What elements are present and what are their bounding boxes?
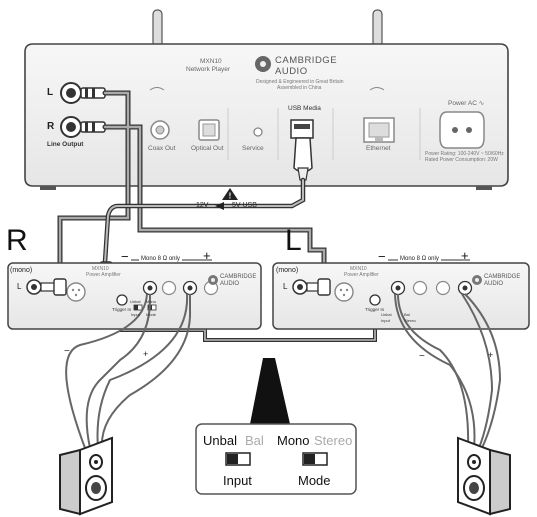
amp-left-minus: −: [378, 249, 386, 264]
svg-text:!: !: [229, 192, 232, 201]
coax-out-port: [150, 120, 170, 140]
label-5v-usb: 5V USB: [232, 202, 257, 209]
ethernet-label: Ethernet: [366, 145, 391, 152]
callout-pointer: [250, 358, 290, 424]
service-port: [253, 127, 263, 137]
amp-right-model: MXN10: [92, 266, 109, 272]
player-brand-line2: AUDIO: [275, 66, 308, 77]
cable-arrow-icon: [215, 202, 224, 210]
speaker-left-minus: −: [64, 346, 70, 357]
player-model: MXN10: [200, 58, 222, 65]
amp-right-input: Input: [131, 312, 140, 317]
rca-output-left: [60, 82, 106, 104]
speaker-right-minus: −: [419, 351, 425, 362]
power-inlet: [439, 111, 485, 149]
callout-mono: Mono: [277, 433, 310, 448]
callout-bal: Bal: [245, 433, 264, 448]
amp-left-brand-line2: AUDIO: [484, 281, 504, 287]
amp-right-channel: R: [6, 224, 28, 257]
callout-unbal: Unbal: [203, 433, 237, 448]
amp-left-mono-label: (mono): [276, 267, 299, 274]
amp-left-channel: L: [285, 224, 302, 257]
label-12v: 12V: [196, 202, 209, 209]
player-left-label: L: [47, 87, 54, 98]
amp-right-power-amp: Power Amplifier: [86, 272, 121, 278]
amp-right-input-label: L: [17, 282, 22, 291]
warning-triangle-icon: !: [222, 188, 238, 201]
amp-right-mono: Mono: [146, 299, 157, 304]
rated-power-label: Rated Power Consumption: 20W: [425, 157, 498, 163]
input-switch-icon: [225, 452, 251, 466]
amp-right-brand-line1: CAMBRIDGE: [220, 274, 257, 280]
amp-right-minus: −: [121, 249, 129, 264]
amp-left-plus: +: [461, 248, 469, 263]
player-brand-line1: CAMBRIDGE: [275, 55, 338, 66]
amp-right-mono-only: Mono 8 Ω only: [139, 256, 182, 262]
speaker-right: [457, 436, 511, 516]
callout-stereo: Stereo: [314, 433, 353, 448]
mode-switch-icon: [302, 452, 328, 466]
speaker-wires: [65, 293, 502, 449]
service-label: Service: [242, 145, 264, 152]
amp-right-trigger-in: Trigger In: [112, 307, 132, 312]
player-origin-line1: Designed & Engineered in Great Britain: [256, 79, 344, 85]
amp-left-bal: Bal: [404, 312, 410, 317]
power-label: Power AC ∿: [448, 100, 485, 107]
amp-left-model: MXN10: [350, 266, 367, 272]
amp-left-stereo: Stereo: [404, 318, 416, 323]
callout-mode: Mode: [298, 473, 331, 488]
speaker-left: [59, 436, 113, 516]
speaker-right-plus: +: [488, 350, 494, 360]
speaker-left-plus: +: [143, 349, 149, 359]
amp-left-input: Input: [381, 318, 390, 323]
player-right-label: R: [47, 121, 55, 132]
amp-right-plus: +: [203, 248, 211, 263]
amp-left-trigger-in: Trigger In: [365, 307, 385, 312]
ethernet-port: [363, 117, 395, 143]
amp-right-unbal: Unbal: [130, 299, 141, 304]
usb-media-label: USB Media: [288, 105, 321, 112]
amp-left-input-label: L: [283, 282, 288, 291]
amp-left-mono-only: Mono 8 Ω only: [398, 256, 441, 262]
line-output-label: Line Output: [47, 141, 84, 148]
optical-out-label: Optical Out: [191, 145, 224, 152]
amp-right-brand-line2: AUDIO: [220, 281, 240, 287]
player-subtitle: Network Player: [186, 66, 231, 73]
amplifier-right-panel: [7, 259, 262, 330]
amp-left-power-amp: Power Amplifier: [344, 272, 379, 278]
amp-right-mono-label: (mono): [10, 267, 33, 274]
amp-left-unbal: Unbal: [381, 312, 392, 317]
amplifier-left-panel: [272, 259, 530, 330]
player-origin-line2: Assembled in China: [277, 85, 322, 91]
network-player-panel: [24, 43, 509, 190]
rca-output-right: [60, 116, 106, 138]
amp-right-mode: Mode: [146, 312, 157, 317]
callout-input: Input: [223, 473, 252, 488]
amp-left-brand-line1: CAMBRIDGE: [484, 274, 521, 280]
usb-media-port: [290, 119, 314, 181]
power-rating-label: Power Rating: 100-240V ~ 50/60Hz: [425, 151, 504, 157]
callout-box: [195, 423, 357, 495]
coax-out-label: Coax Out: [148, 145, 176, 152]
optical-out-port: [198, 119, 220, 141]
